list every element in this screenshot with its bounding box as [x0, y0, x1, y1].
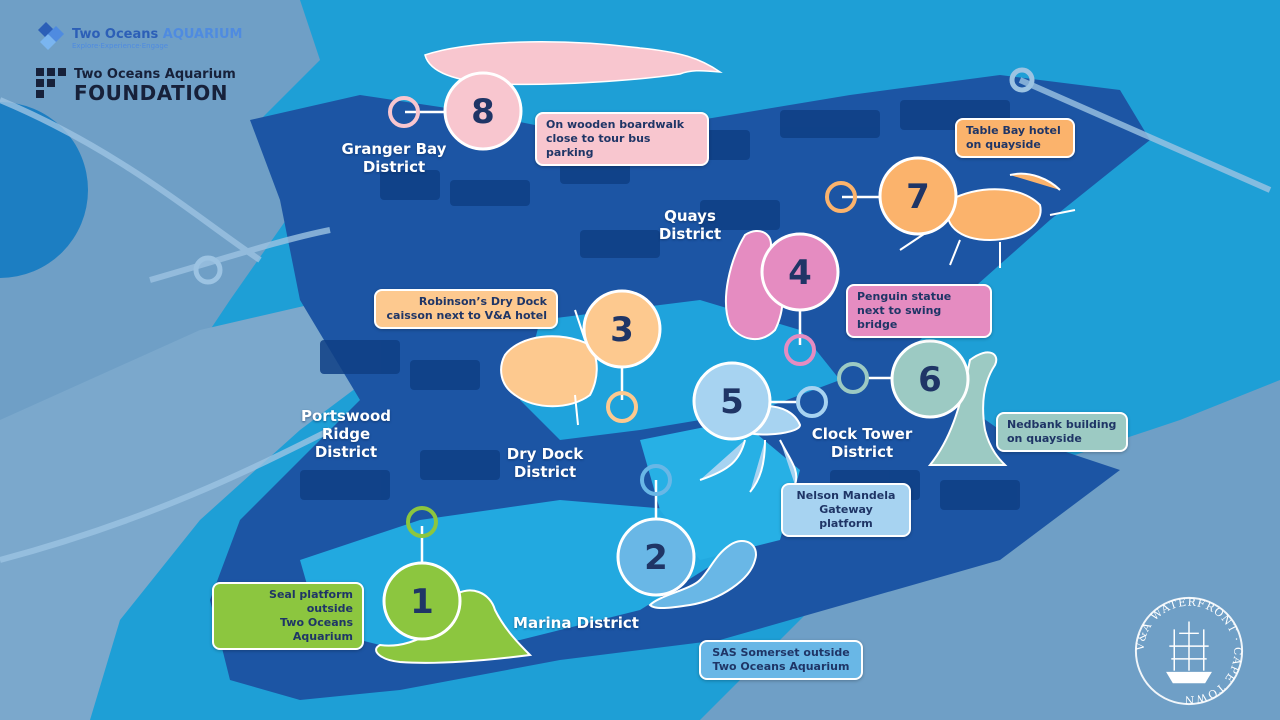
ship-icon: [1166, 621, 1212, 684]
district-dry-dock: Dry Dock District: [506, 445, 584, 481]
stop-label-5: Nelson Mandela Gateway platform: [781, 483, 911, 537]
stop-circle-6: [890, 339, 970, 419]
cormorant-icon: [927, 351, 1008, 466]
stop-label-7: Table Bay hotel on quayside: [955, 118, 1075, 158]
foundation-logo-icon: [36, 68, 66, 98]
roads: [0, 77, 1272, 563]
stop-number-7: 7: [906, 177, 930, 217]
crab-icon: [899, 172, 1076, 268]
stop-label-8: On wooden boardwalk close to tour bus pa…: [535, 112, 709, 166]
stop-number-1: 1: [410, 582, 434, 622]
stop-number-5: 5: [720, 382, 744, 422]
stop-circle-8: [443, 71, 523, 151]
stop-circle-5: [692, 361, 772, 441]
stop-label-4: Penguin statue next to swing bridge: [846, 284, 992, 338]
stop-number-2: 2: [644, 538, 668, 578]
district-granger-bay: Granger Bay District: [341, 140, 447, 176]
land-southwest: [0, 300, 420, 720]
two-oceans-aquarium-logo: Two Oceans AQUARIUM Explore·Experience·E…: [36, 20, 246, 54]
va-waterfront-logo: V&A WATERFRONT · CAPE TOWN: [1134, 596, 1244, 707]
stop-label-3: Robinson’s Dry Dock caisson next to V&A …: [374, 289, 558, 329]
roundabout-east: [1009, 67, 1035, 93]
aquarium-logo-text: Two Oceans AQUARIUM: [72, 27, 243, 42]
otter-icon: [648, 540, 757, 609]
stop-circle-3: [582, 289, 662, 369]
stop-circle-7: [878, 156, 958, 236]
stop-number-8: 8: [471, 92, 495, 132]
stop-label-2: SAS Somerset outside Two Oceans Aquarium: [699, 640, 863, 680]
district-portswood: Portswood Ridge District: [301, 407, 391, 461]
stop-circle-1: [382, 561, 462, 641]
stop-circles: [382, 71, 970, 641]
aquarium-logo-tagline: Explore·Experience·Engage: [72, 42, 169, 50]
district-quays: Quays District: [658, 207, 722, 243]
stop-circle-2: [616, 517, 696, 597]
stop-circle-4: [760, 232, 840, 312]
district-clock-tower: Clock Tower District: [811, 425, 913, 461]
jellyfish-icon: [699, 405, 802, 493]
aquarium-logo-icon: [38, 22, 64, 50]
stop-number-6: 6: [918, 360, 942, 400]
district-marina: Marina District: [513, 614, 639, 632]
stop-label-6: Nedbank building on quayside: [996, 412, 1128, 452]
roundabout-west: [193, 255, 223, 285]
foundation-logo-line2: FOUNDATION: [74, 81, 228, 105]
harbour-basin-east: [640, 420, 800, 560]
reservoir: [0, 102, 88, 278]
stop-label-1: Seal platform outside Two Oceans Aquariu…: [212, 582, 364, 650]
city-blocks: [300, 100, 1020, 510]
stop-number-4: 4: [788, 253, 812, 293]
stop-number-3: 3: [610, 310, 634, 350]
stop-numbers: 8 7 4 3 5 6 2 1: [410, 92, 942, 622]
foundation-logo-line1: Two Oceans Aquarium: [74, 67, 236, 82]
aquarium-foundation-logo: Two Oceans Aquarium FOUNDATION: [34, 66, 244, 106]
stop-markers: [388, 96, 869, 538]
